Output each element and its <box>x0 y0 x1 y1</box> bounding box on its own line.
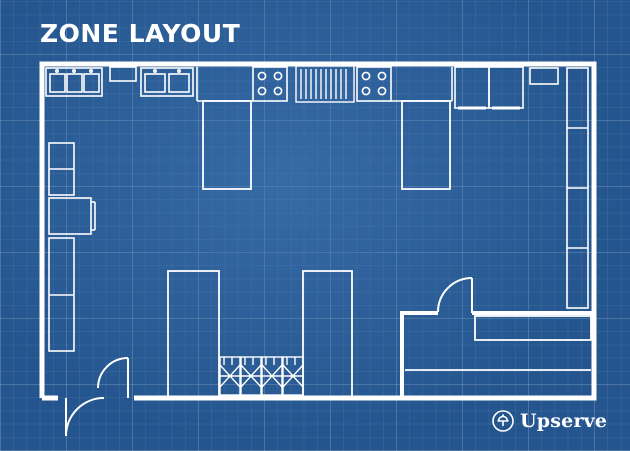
wall-panel <box>529 67 559 85</box>
back-room-door[interactable] <box>437 277 473 313</box>
brand-logo: Upserve <box>492 410 607 432</box>
upserve-logo-icon <box>492 410 514 432</box>
hand-sink <box>109 66 137 82</box>
back-room-counter <box>405 315 592 371</box>
brand-name: Upserve <box>520 410 608 432</box>
triple-sink-left <box>45 67 103 97</box>
stove-left <box>252 66 288 102</box>
left-wall-unit <box>48 197 96 235</box>
dish-racks <box>219 356 304 396</box>
flat-top-grill <box>295 65 355 103</box>
prep-table-right <box>401 100 451 190</box>
page-title: ZONE LAYOUT <box>40 19 241 48</box>
center-table-left <box>167 270 220 398</box>
cook-line-counter <box>196 67 453 102</box>
double-sink-center <box>140 67 194 97</box>
back-room-walls <box>400 311 594 398</box>
stove-right <box>356 66 392 102</box>
prep-table-left <box>202 100 252 190</box>
right-wall-shelving <box>566 67 589 309</box>
entrance-door[interactable] <box>65 357 129 437</box>
left-wall-shelving <box>48 142 75 352</box>
center-table-right <box>302 270 353 398</box>
reach-in-units <box>454 66 524 110</box>
exterior-walls <box>39 61 597 401</box>
